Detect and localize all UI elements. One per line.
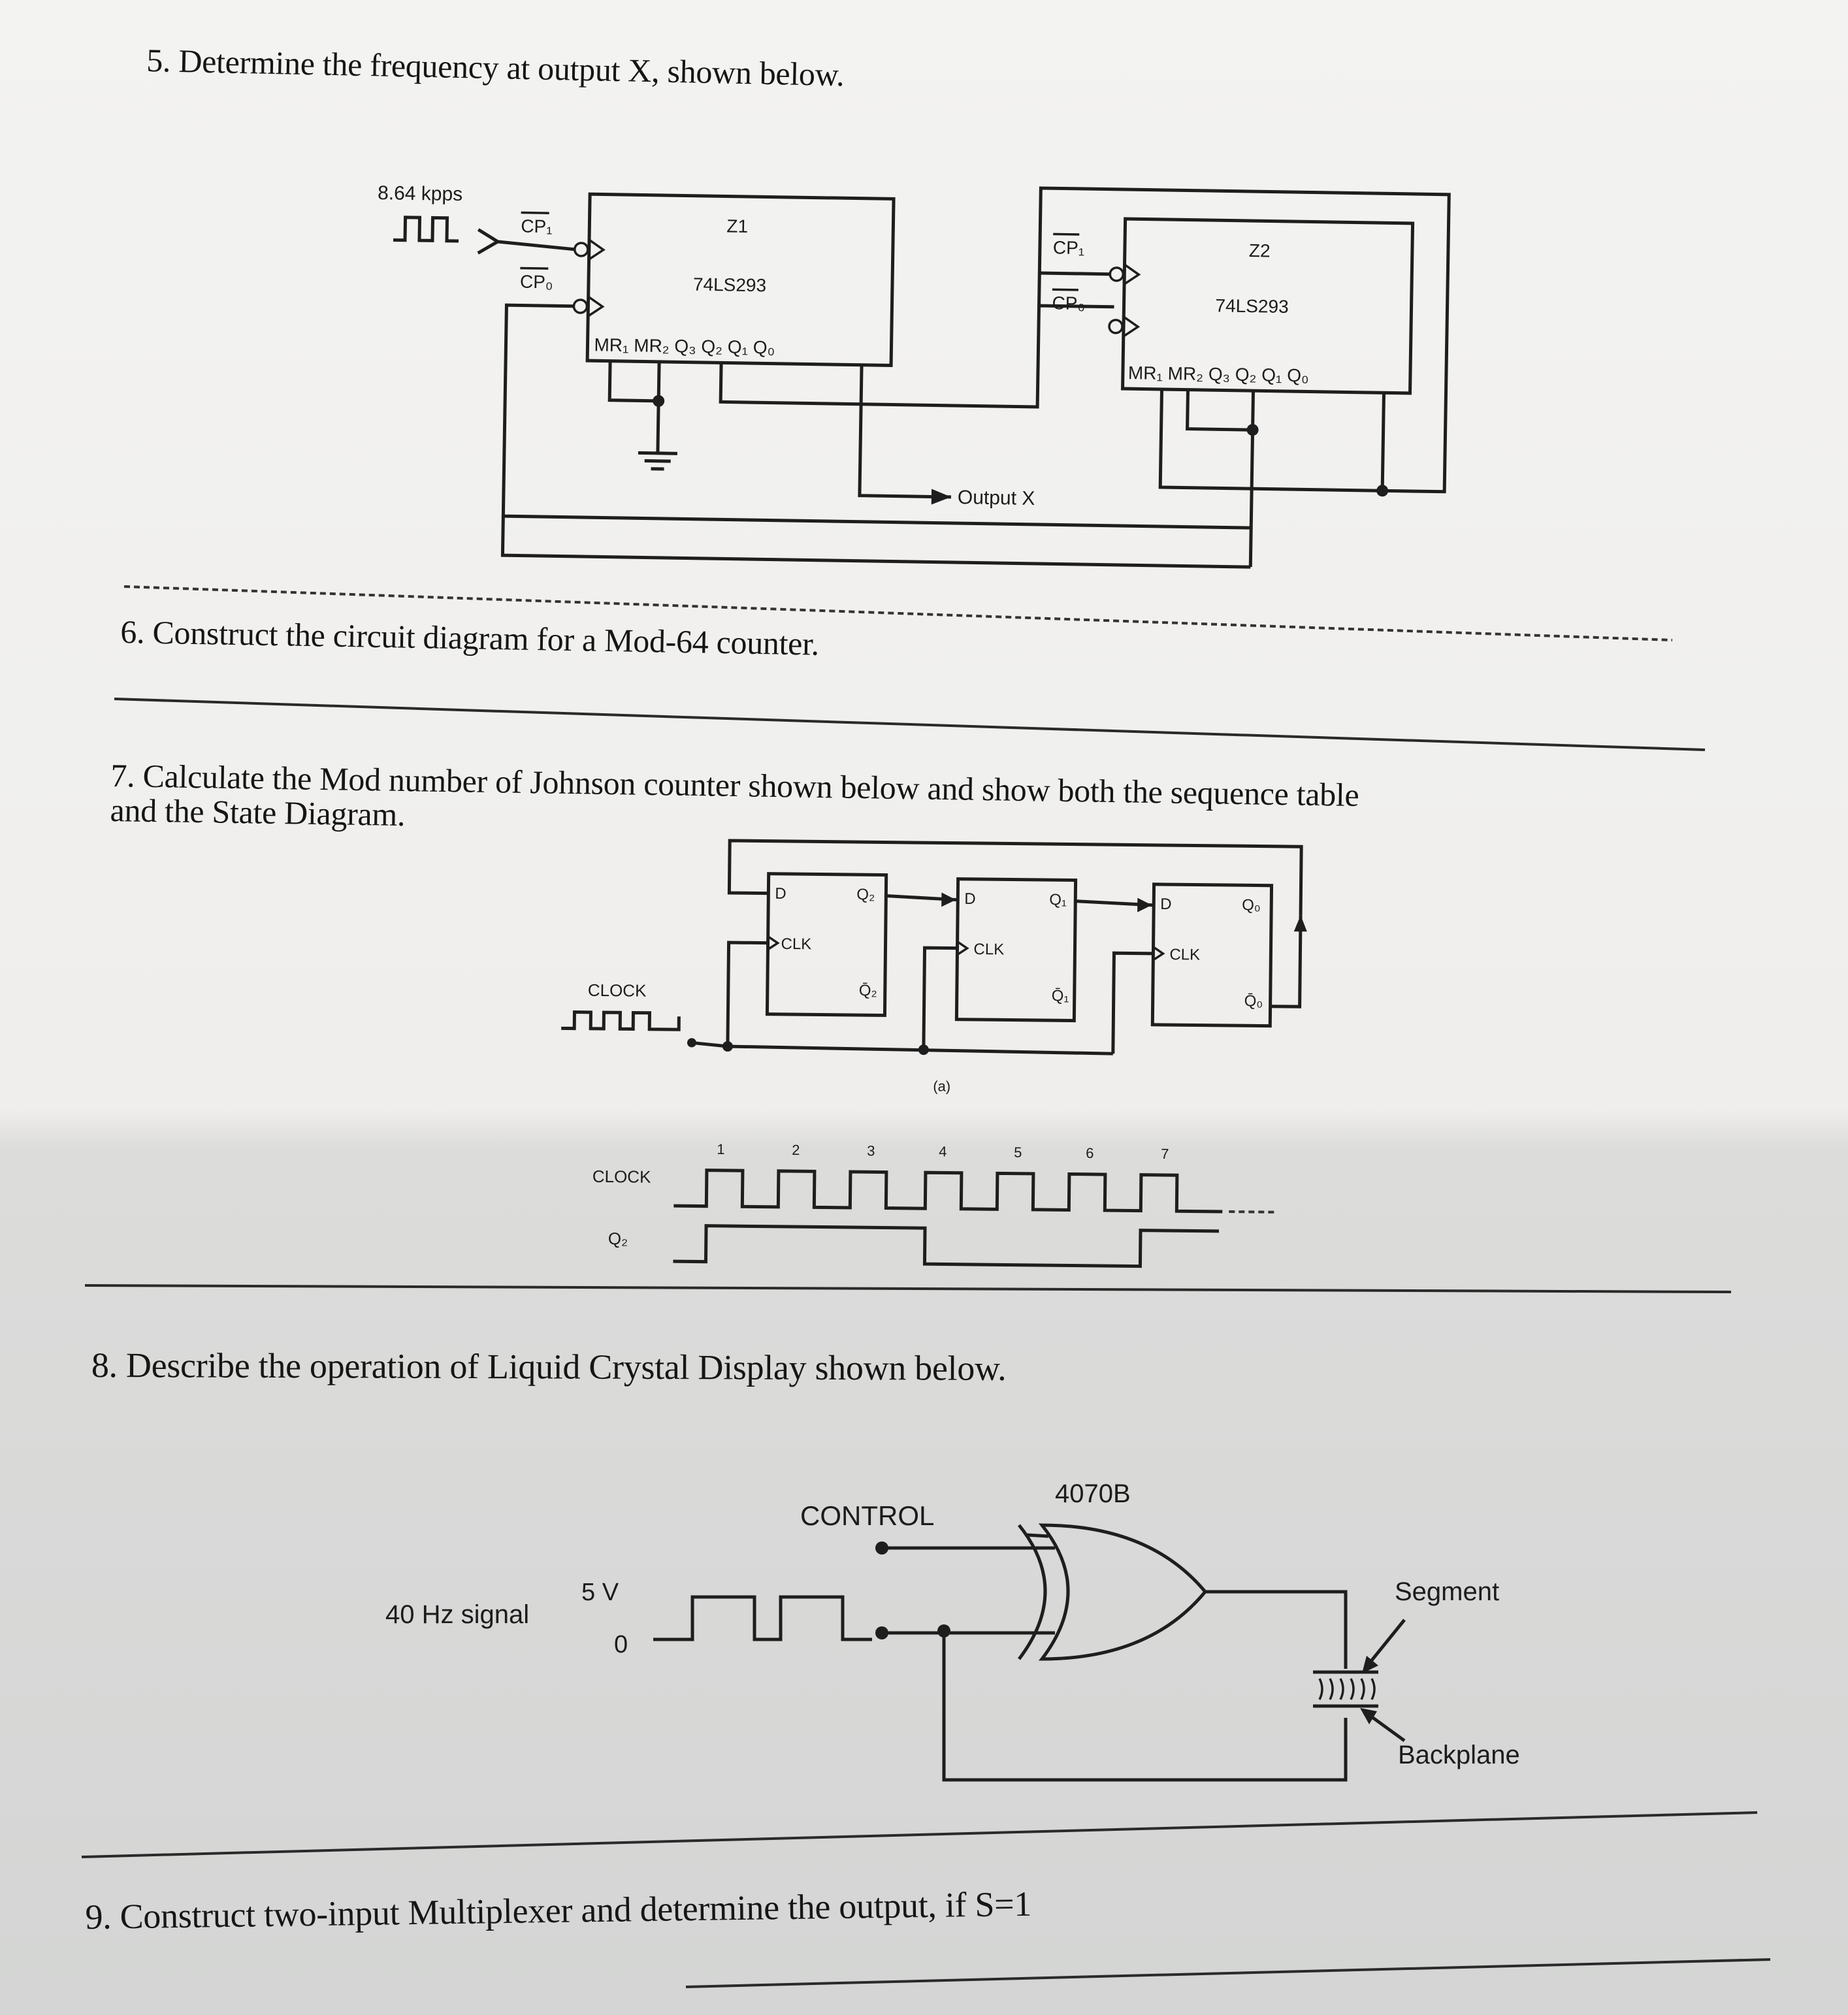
ff1-qbar-label: Q̄₂ (859, 982, 877, 999)
voltage-low-label: 0 (614, 1631, 628, 1658)
clock-label: CLOCK (588, 980, 647, 1001)
pulse-numbers: 1 2 3 4 5 6 7 (717, 1141, 1169, 1162)
control-label: CONTROL (800, 1500, 934, 1531)
gate-label: 4070B (1055, 1479, 1131, 1508)
lcd-cell-icon (1313, 1670, 1378, 1708)
input-rate-label: 8.64 kpps (378, 182, 463, 205)
z2-name: Z2 (1249, 240, 1271, 261)
xor-gate (1018, 1523, 1208, 1661)
ff2-q-label: Q₁ (1049, 891, 1067, 909)
z1-pins: MR₁ MR₂ Q₃ Q₂ Q₁ Q₀ (594, 334, 775, 357)
ff1-d-label: D (775, 885, 786, 903)
timing-q2-label: Q₂ (608, 1229, 628, 1248)
segment-wire (1205, 1590, 1348, 1669)
backplane-label: Backplane (1398, 1741, 1520, 1769)
q2-waveform (673, 1224, 1220, 1268)
pulse-number: 2 (792, 1142, 800, 1158)
ground-icon (638, 451, 677, 471)
answer-line (685, 1958, 1771, 1988)
pulse-number: 7 (1161, 1146, 1169, 1162)
timing-clock-label: CLOCK (592, 1167, 652, 1187)
z2-pins: MR₁ MR₂ Q₃ Q₂ Q₁ Q₀ (1128, 363, 1309, 385)
signal-label: 40 Hz signal (385, 1600, 529, 1629)
z2-cp1-label: CP₁ (1053, 237, 1085, 258)
answer-line (81, 1811, 1758, 1858)
pulse-number: 4 (939, 1143, 947, 1159)
signal-waveform (653, 1595, 872, 1641)
pulse-number: 6 (1086, 1145, 1094, 1161)
z1-chip (585, 192, 896, 367)
ff3-clk-label: CLK (1169, 946, 1200, 963)
backplane-wire (942, 1631, 1348, 1782)
ff3-q-label: Q₀ (1242, 896, 1261, 914)
z1-q3-to-z2-wire (719, 304, 1114, 409)
z2-cp1-feedback-wire (1037, 186, 1451, 494)
feedback-wire (727, 839, 1303, 916)
clock-pulse-icon (561, 1010, 681, 1031)
pulse-number: 1 (717, 1141, 725, 1157)
pulse-number: 3 (867, 1142, 875, 1159)
ff1-clk-label: CLK (781, 935, 811, 953)
answer-line (114, 698, 1706, 751)
clock-waveform (673, 1169, 1223, 1214)
z1-part: 74LS293 (693, 274, 767, 296)
ff1-q-label: Q₂ (856, 886, 875, 903)
output-x-label: Output X (958, 487, 1035, 509)
z1-cp0-label: CP₀ (520, 272, 553, 293)
pulse-number: 5 (1014, 1144, 1022, 1161)
answer-line (84, 1284, 1732, 1293)
z1-cp1-label: CP₁ (521, 216, 553, 237)
z1-name: Z1 (726, 216, 748, 236)
z1-cp0-feedback-wire (501, 303, 1252, 530)
z2-chip (1121, 217, 1415, 395)
ff2-qbar-label: Q̄₁ (1052, 987, 1069, 1005)
z2-cp0-label: CP₀ (1052, 293, 1085, 314)
z2-part: 74LS293 (1215, 295, 1289, 317)
input-pulse-icon (393, 216, 459, 243)
ff3-d-label: D (1160, 895, 1172, 913)
ff2-clk-label: CLK (973, 941, 1004, 958)
dashed-divider (123, 585, 1673, 641)
ff3-qbar-label: Q̄₀ (1244, 992, 1263, 1010)
voltage-high-label: 5 V (581, 1579, 619, 1606)
ff2-d-label: D (964, 890, 976, 908)
figure-caption: (a) (933, 1078, 950, 1094)
segment-label: Segment (1395, 1577, 1499, 1606)
